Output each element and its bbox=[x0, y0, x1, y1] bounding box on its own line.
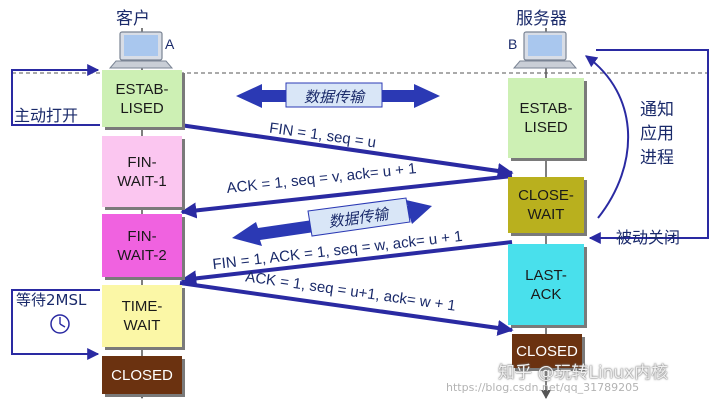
server-state-closed: CLOSED bbox=[512, 334, 582, 368]
host-a-letter: A bbox=[165, 36, 175, 52]
notify-app-label: 通知 应用 进程 bbox=[640, 100, 674, 168]
watermark-zhihu: 知乎 @玩转Linux内核 bbox=[498, 363, 669, 383]
wait-2msl-bracket bbox=[11, 289, 100, 360]
server-state-close-wait: CLOSE- WAIT bbox=[508, 177, 584, 233]
computer-b-icon bbox=[512, 31, 578, 69]
server-state-established: ESTAB- LISED bbox=[508, 78, 584, 158]
client-state-fin-wait-2: FIN- WAIT-2 bbox=[102, 214, 182, 277]
message-arrow-last-ack bbox=[179, 281, 514, 336]
clock-icon bbox=[50, 314, 70, 334]
watermark-url: https://blog.csdn.net/qq_31789205 bbox=[446, 381, 640, 394]
computer-a-icon bbox=[108, 31, 174, 69]
notify-app-arrow bbox=[585, 55, 630, 219]
data-transfer-arrow-2 bbox=[232, 197, 432, 246]
data-transfer-arrow-1 bbox=[236, 82, 440, 108]
client-state-established: ESTAB- LISED bbox=[102, 70, 182, 127]
host-b-letter: B bbox=[508, 36, 517, 52]
active-open-label: 主动打开 bbox=[14, 106, 79, 125]
active-open-bracket bbox=[11, 64, 100, 126]
passive-close-bracket bbox=[588, 49, 709, 244]
passive-close-label: 被动关闭 bbox=[616, 228, 681, 247]
message-arrow-fin-ack bbox=[180, 240, 513, 287]
server-state-last-ack: LAST- ACK bbox=[508, 244, 584, 325]
client-state-closed: CLOSED bbox=[102, 356, 182, 394]
data-transfer-label-1: 数据传输 bbox=[304, 88, 366, 106]
message-arrow-fin bbox=[179, 123, 514, 179]
client-state-time-wait: TIME- WAIT bbox=[102, 285, 182, 347]
server-timeline-end-arrow bbox=[541, 390, 551, 399]
host-a-title: 客户 bbox=[116, 9, 150, 29]
client-state-fin-wait-1: FIN- WAIT-1 bbox=[102, 136, 182, 207]
wait-2msl-label: 等待2MSL bbox=[16, 291, 87, 309]
host-b-title: 服务器 bbox=[516, 9, 567, 29]
message-arrow-ack bbox=[180, 174, 513, 219]
